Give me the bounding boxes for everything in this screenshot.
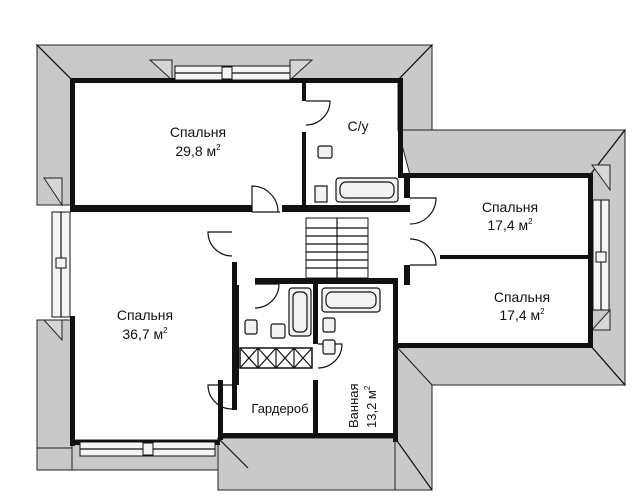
- fixtures: [239, 145, 399, 369]
- room-name-wc: С/у: [348, 118, 369, 134]
- room-area-bedroom-nw: 29,8 м2: [175, 143, 221, 159]
- windows: [51, 65, 610, 457]
- interior-walls: [70, 83, 590, 435]
- room-name-bedroom-e1: Спальня: [482, 199, 538, 215]
- doors: [207, 100, 437, 410]
- staircase: [305, 217, 369, 279]
- room-name-wardrobe: Гардероб: [251, 401, 308, 416]
- room-labels: Спальня 29,8 м2 С/у Спальня 17,4 м2 Спал…: [117, 118, 550, 428]
- room-name-bedroom-e2: Спальня: [494, 289, 550, 305]
- room-area-bathroom: 13,2 м2: [363, 385, 379, 428]
- room-name-bedroom-w: Спальня: [117, 307, 173, 323]
- room-name-bedroom-nw: Спальня: [170, 124, 226, 140]
- room-area-bedroom-e1: 17,4 м2: [487, 217, 533, 233]
- room-area-bedroom-e2: 17,4 м2: [499, 307, 545, 323]
- room-area-bedroom-w: 36,7 м2: [122, 326, 168, 342]
- room-name-bathroom: Ванная: [346, 383, 361, 428]
